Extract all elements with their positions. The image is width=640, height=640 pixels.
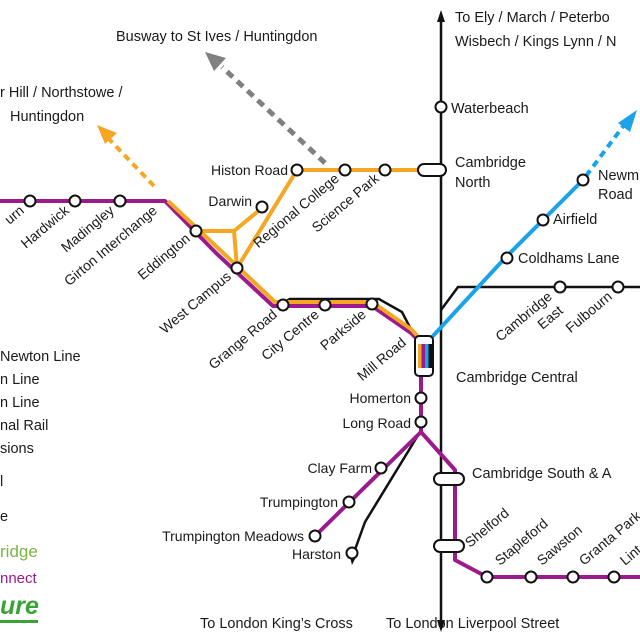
label-bourn: urn	[1, 202, 27, 227]
legend-item-4: nal Rail	[0, 418, 48, 434]
label-liverpool-street: To London Liverpool Street	[386, 616, 559, 632]
label-fulbourn: Fulbourn	[562, 288, 615, 336]
label-shelford: Shelford	[462, 505, 512, 551]
label-trumpington: Trumpington	[260, 494, 338, 510]
label-cambridge-central: Cambridge Central	[456, 370, 578, 386]
label-waterbeach: Waterbeach	[451, 101, 529, 117]
legend-item-3: n Line	[0, 395, 40, 411]
label-busway-st-ives: Busway to St Ives / Huntingdon	[116, 29, 318, 45]
legend-item-2: n Line	[0, 372, 40, 388]
label-linton: Lint	[617, 541, 640, 568]
label-homerton: Homerton	[350, 390, 411, 406]
label-cambridge-south: Cambridge South & A	[472, 466, 612, 482]
station-markers	[23, 100, 625, 584]
label-cambridge-north-2: North	[455, 175, 490, 191]
label-clay-farm: Clay Farm	[307, 460, 372, 476]
label-eddington: Eddington	[134, 230, 193, 283]
legend: Newton Line n Line n Line nal Rail sions…	[0, 349, 81, 623]
label-mill-road: Mill Road	[354, 334, 409, 384]
label-kings-cross: To London King’s Cross	[200, 616, 353, 632]
interchange-capsules	[417, 163, 465, 553]
label-harston: Harston	[292, 546, 341, 562]
label-newmarket-road-1: Newm	[598, 168, 639, 184]
cambridge-central-interchange	[414, 335, 434, 377]
legend-item-7: e	[0, 509, 8, 525]
logo-underline	[0, 620, 38, 623]
label-coldhams-lane: Coldhams Lane	[518, 251, 620, 267]
logo-text-2: nnect	[0, 570, 38, 587]
northstowe-orange-arrow	[97, 125, 156, 188]
label-cambridge-north-1: Cambridge	[455, 155, 526, 171]
label-trumpington-meadows: Trumpington Meadows	[162, 528, 304, 544]
label-long-road: Long Road	[342, 415, 411, 431]
label-ely-2: Wisbech / Kings Lynn / N	[455, 34, 616, 50]
legend-item-6: l	[0, 474, 3, 490]
orange-line	[166, 168, 430, 342]
label-west-campus: West Campus	[156, 268, 233, 337]
logo-text-1: ridge	[0, 542, 38, 561]
label-ely-1: To Ely / March / Peterbo	[455, 10, 610, 26]
logo-text-3: ure	[0, 592, 39, 620]
label-darwin: Darwin	[208, 193, 252, 209]
busway-line	[205, 52, 327, 165]
label-newmarket-road-2: Road	[598, 187, 633, 203]
label-parkside: Parkside	[317, 306, 369, 353]
label-northstowe-1: r Hill / Northstowe /	[0, 85, 123, 101]
legend-item-5: sions	[0, 441, 34, 457]
legend-item-1: Newton Line	[0, 349, 81, 365]
label-airfield: Airfield	[553, 212, 597, 228]
label-northstowe-2: Huntingdon	[10, 109, 84, 125]
label-histon-road: Histon Road	[211, 162, 288, 178]
national-rail-lines	[281, 10, 640, 632]
